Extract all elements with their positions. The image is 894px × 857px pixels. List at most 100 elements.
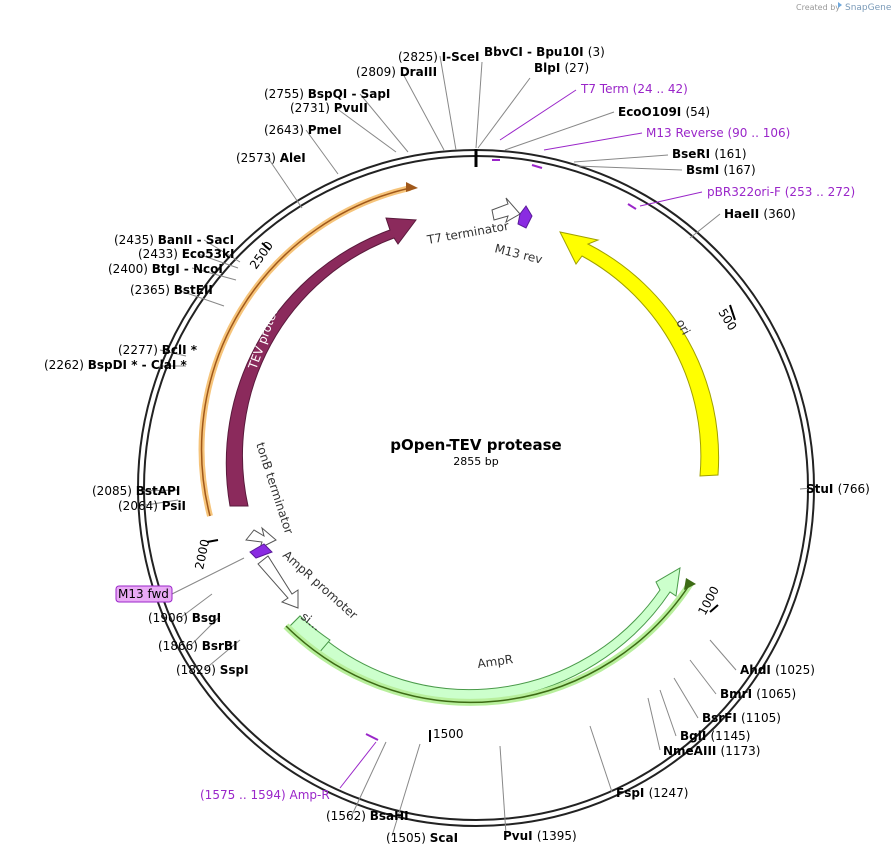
primer-leader-line xyxy=(543,132,643,151)
restriction-site-label: (1866) BsrBI xyxy=(158,639,238,653)
restriction-site-label: (2365) BstEII xyxy=(130,283,213,297)
site-leader-line xyxy=(799,487,813,490)
restriction-site-label: (2433) Eco53kI xyxy=(138,247,234,261)
restriction-site-label: (2400) BtgI - NcoI xyxy=(108,262,223,276)
restriction-site-label: BbvCI - Bpu10I (3) xyxy=(484,45,605,59)
plasmid-name: pOpen-TEV protease xyxy=(390,436,561,454)
site-leader-line xyxy=(477,77,531,149)
site-leader-line xyxy=(203,239,241,263)
m13-rev-label: M13 rev xyxy=(493,241,544,266)
site-labels: BbvCI - Bpu10I (3)BlpI (27)EcoO109I (54)… xyxy=(44,45,870,845)
restriction-site-label: NmeAIII (1173) xyxy=(663,744,760,758)
leader-lines xyxy=(139,55,813,837)
primer-leader-line xyxy=(639,191,703,207)
site-leader-line xyxy=(203,639,241,671)
ampr-feature xyxy=(287,567,681,703)
restriction-site-label: BsrFI (1105) xyxy=(702,711,781,725)
restriction-site-label: (2085) BstAPI xyxy=(92,484,180,498)
restriction-site-label: (2262) BspDI * - ClaI * xyxy=(44,358,187,372)
primer-leader-line xyxy=(171,557,245,595)
site-leader-line xyxy=(589,725,613,793)
restriction-site-label: (2731) PvuII xyxy=(290,101,368,115)
site-leader-line xyxy=(709,639,737,671)
t7-terminator-feature xyxy=(491,197,521,224)
m13-fwd-label-box xyxy=(115,585,173,603)
m13-rev-primer-site xyxy=(517,205,533,229)
plasmid-length: 2855 bp xyxy=(453,455,498,468)
site-leader-line xyxy=(189,615,221,647)
site-leader-line xyxy=(647,697,661,751)
svg-text:2000: 2000 xyxy=(192,538,212,571)
tick-1500: 1500 xyxy=(429,727,464,742)
site-leader-line xyxy=(689,659,717,695)
tev-protease-label: TEV protease xyxy=(245,291,286,372)
primer-label: (1575 .. 1594) Amp-R xyxy=(200,788,330,802)
ampr-promoter-feature xyxy=(257,555,299,609)
site-leader-line xyxy=(659,689,677,737)
site-leader-line xyxy=(191,267,237,281)
ampr-promoter-label: AmpR promoter xyxy=(280,548,360,622)
snapgene-logo-icon xyxy=(838,2,842,8)
restriction-site-label: HaeII (360) xyxy=(724,207,796,221)
restriction-site-label: (2643) PmeI xyxy=(264,123,342,137)
site-leader-line xyxy=(179,593,213,619)
site-leader-line xyxy=(305,129,339,175)
m13-fwd-primer-site xyxy=(249,543,273,559)
ori-label: ori xyxy=(673,317,693,337)
site-leader-line xyxy=(335,107,397,153)
restriction-site-label: BsmI (167) xyxy=(686,163,756,177)
credit-brand: SnapGene xyxy=(845,3,892,13)
primer-label: pBR322ori-F (253 .. 272) xyxy=(707,185,855,199)
site-leader-line xyxy=(504,111,615,151)
ampr-label: AmpR xyxy=(476,652,513,671)
primer-leader-line xyxy=(339,741,377,789)
restriction-site-label: (2064) PsiI xyxy=(118,499,186,513)
site-leader-line xyxy=(177,289,225,307)
site-leader-line xyxy=(575,165,683,171)
primer-label: T7 Term (24 .. 42) xyxy=(580,82,688,96)
restriction-site-label: (2573) AleI xyxy=(236,151,306,165)
tick-500: 500 xyxy=(715,304,739,333)
site-leader-line xyxy=(139,499,179,507)
restriction-site-label: (2755) BspQI - SapI xyxy=(264,87,390,101)
site-leader-line xyxy=(197,253,239,269)
restriction-site-label: BseRI (161) xyxy=(672,147,747,161)
restriction-site-label: (1829) SspI xyxy=(176,663,249,677)
svg-text:500: 500 xyxy=(715,306,739,333)
primer-label: M13 fwd xyxy=(118,587,169,601)
site-leader-line xyxy=(475,61,483,149)
tev-protease-feature xyxy=(225,217,417,507)
restriction-site-label: (2435) BanII - SacI xyxy=(114,233,234,247)
site-leader-line xyxy=(139,489,179,492)
site-leader-line xyxy=(351,741,387,816)
restriction-site-label: (1562) BsaHI xyxy=(326,809,409,823)
site-leader-line xyxy=(267,157,303,209)
svg-text:1500: 1500 xyxy=(433,727,464,741)
tonb-terminator-label: tonB terminator xyxy=(253,441,296,536)
primer-leader-line xyxy=(499,89,577,141)
restriction-site-label: (2825) I-SceI xyxy=(398,50,480,64)
tick-2000: 2000 xyxy=(192,538,219,571)
restriction-site-label: BglI (1145) xyxy=(680,729,750,743)
site-leader-line xyxy=(401,71,445,151)
site-leader-line xyxy=(573,154,669,163)
site-leader-line xyxy=(673,677,699,719)
tick-1000: 1000 xyxy=(695,584,722,618)
svg-text:1000: 1000 xyxy=(695,584,722,618)
restriction-site-label: BmrI (1065) xyxy=(720,687,796,701)
restriction-site-label: BlpI (27) xyxy=(534,61,589,75)
site-leader-line xyxy=(391,743,421,837)
restriction-site-label: AhdI (1025) xyxy=(740,663,815,677)
ori-feature xyxy=(559,231,720,477)
restriction-site-label: (1505) ScaI xyxy=(386,831,458,845)
restriction-site-label: StuI (766) xyxy=(806,482,870,496)
restriction-site-label: (1906) BsgI xyxy=(148,611,221,625)
tonb-terminator-feature xyxy=(245,526,277,549)
signal-sequence-feature xyxy=(287,615,331,655)
site-leader-line xyxy=(689,213,721,239)
site-leader-line xyxy=(439,55,457,151)
site-leader-line xyxy=(499,745,507,835)
primer-label: M13 Reverse (90 .. 106) xyxy=(646,126,790,140)
restriction-site-label: (2277) BclI * xyxy=(118,343,198,357)
